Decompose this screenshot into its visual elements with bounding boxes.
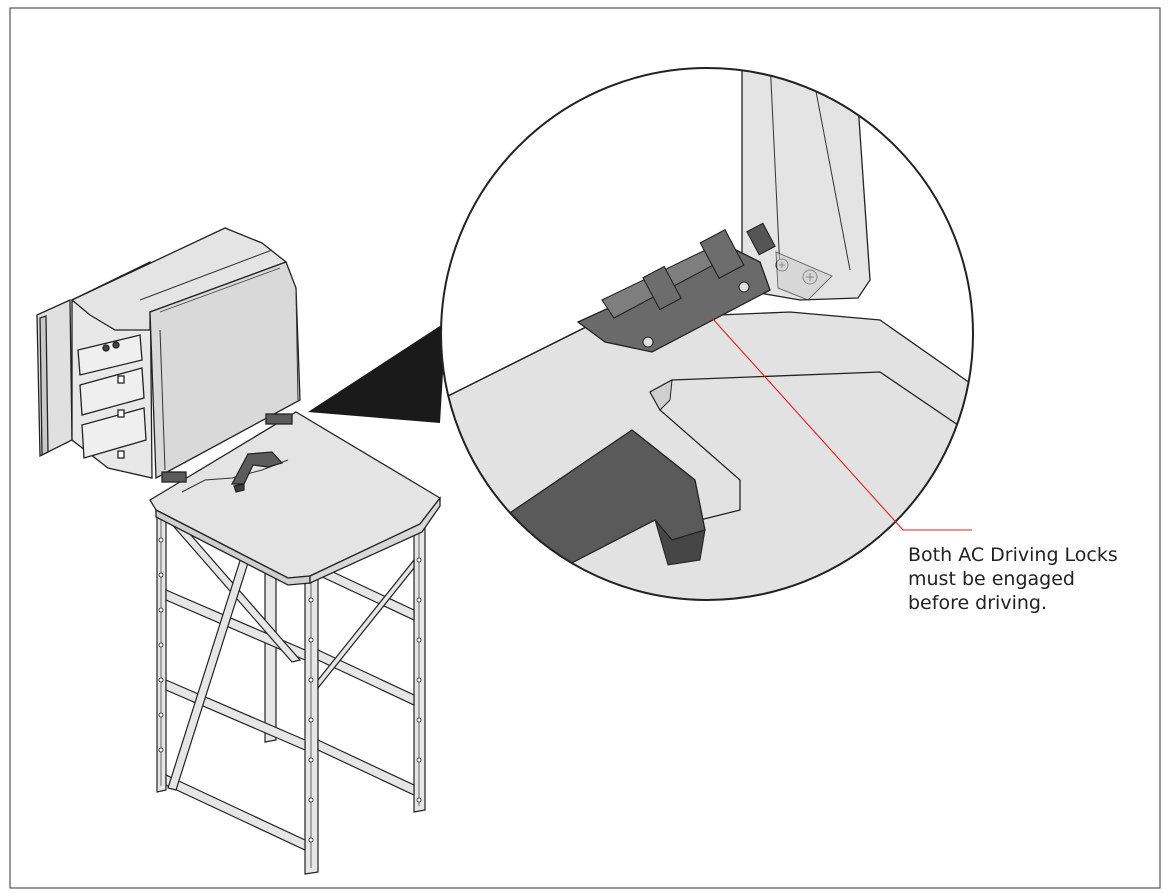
zoom-beam <box>308 322 446 423</box>
rack-holes <box>158 537 422 843</box>
ac-unit <box>36 227 301 483</box>
callout-label: Both AC Driving Locks must be engaged be… <box>908 543 1168 615</box>
detail-circle-border <box>440 67 974 601</box>
callout-line-1: Both AC Driving Locks <box>908 544 1118 566</box>
fold-table <box>149 411 441 586</box>
callout-leader <box>711 317 972 531</box>
callout-line-2: must be engaged <box>908 568 1075 590</box>
table-handle <box>231 451 284 493</box>
page-border <box>9 7 1161 889</box>
detail-inset <box>441 68 973 600</box>
callout-line-3: before driving. <box>908 592 1048 614</box>
